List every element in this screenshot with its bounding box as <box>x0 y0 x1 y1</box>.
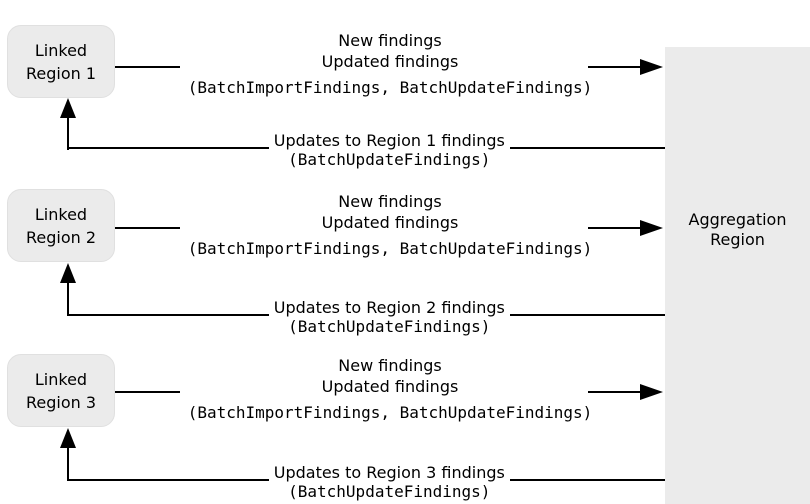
linked-region-1-label-line2: Region 1 <box>25 63 97 83</box>
linked-region-2-box: Linked Region 2 <box>7 189 115 262</box>
linked-region-3-label-line2: Region 3 <box>25 392 97 412</box>
forward-api-label: (BatchImportFindings, BatchUpdateFinding… <box>187 78 593 97</box>
forward-arrow-line <box>588 391 641 393</box>
return-path: Updates to Region 3 findings (BatchUpdat… <box>67 464 665 502</box>
forward-labels: New findings Updated findings (BatchImpo… <box>170 355 610 423</box>
linked-region-2-label-line1: Linked <box>34 204 88 224</box>
aggregation-region-label: Aggregation Region <box>665 210 810 250</box>
forward-arrowhead-icon <box>640 384 663 400</box>
linked-region-2-label-line2: Region 2 <box>25 227 97 247</box>
return-label: Updates to Region 2 findings <box>273 298 505 317</box>
aggregation-region-label-line2: Region <box>710 230 765 249</box>
return-path: Updates to Region 2 findings (BatchUpdat… <box>67 299 665 337</box>
return-arrowhead-icon <box>60 263 76 283</box>
forward-arrowhead-icon <box>640 59 663 75</box>
forward-arrowhead-icon <box>640 220 663 236</box>
linked-region-1-box: Linked Region 1 <box>7 25 115 98</box>
return-line-right <box>509 147 665 149</box>
forward-arrow-line <box>588 227 641 229</box>
return-arrowhead-icon <box>60 98 76 118</box>
forward-labels: New findings Updated findings (BatchImpo… <box>170 191 610 259</box>
return-path: Updates to Region 1 findings (BatchUpdat… <box>67 132 665 170</box>
return-vertical-line <box>67 446 69 481</box>
forward-api-label: (BatchImportFindings, BatchUpdateFinding… <box>187 403 593 422</box>
linked-region-3-box: Linked Region 3 <box>7 354 115 427</box>
forward-line-segment <box>115 391 180 393</box>
return-labels: Updates to Region 1 findings (BatchUpdat… <box>269 132 510 170</box>
forward-label-line1: New findings <box>338 192 442 211</box>
return-labels: Updates to Region 2 findings (BatchUpdat… <box>269 299 510 337</box>
return-line-right <box>509 314 665 316</box>
return-label: Updates to Region 3 findings <box>273 463 505 482</box>
forward-arrow-line <box>588 66 641 68</box>
linked-region-3-label-line1: Linked <box>34 369 88 389</box>
return-line-left <box>67 479 269 481</box>
return-vertical-line <box>67 116 69 150</box>
return-line-right <box>509 479 665 481</box>
return-labels: Updates to Region 3 findings (BatchUpdat… <box>269 464 510 502</box>
return-api-label: (BatchUpdateFindings) <box>288 317 491 336</box>
return-vertical-line <box>67 281 69 316</box>
aggregation-region-label-line1: Aggregation <box>688 210 787 229</box>
forward-api-label: (BatchImportFindings, BatchUpdateFinding… <box>187 239 593 258</box>
aggregation-region-box: Aggregation Region <box>665 47 810 504</box>
forward-label-line2: Updated findings <box>321 377 459 396</box>
forward-label-line1: New findings <box>338 31 442 50</box>
forward-labels: New findings Updated findings (BatchImpo… <box>170 30 610 98</box>
return-line-left <box>67 314 269 316</box>
forward-line-segment <box>115 66 180 68</box>
linked-region-1-label-line1: Linked <box>34 40 88 60</box>
return-label: Updates to Region 1 findings <box>273 131 505 150</box>
return-arrowhead-icon <box>60 428 76 448</box>
return-line-left <box>67 147 269 149</box>
forward-label-line1: New findings <box>338 356 442 375</box>
forward-label-line2: Updated findings <box>321 213 459 232</box>
forward-label-line2: Updated findings <box>321 52 459 71</box>
forward-line-segment <box>115 227 180 229</box>
return-api-label: (BatchUpdateFindings) <box>288 482 491 501</box>
return-api-label: (BatchUpdateFindings) <box>288 150 491 169</box>
